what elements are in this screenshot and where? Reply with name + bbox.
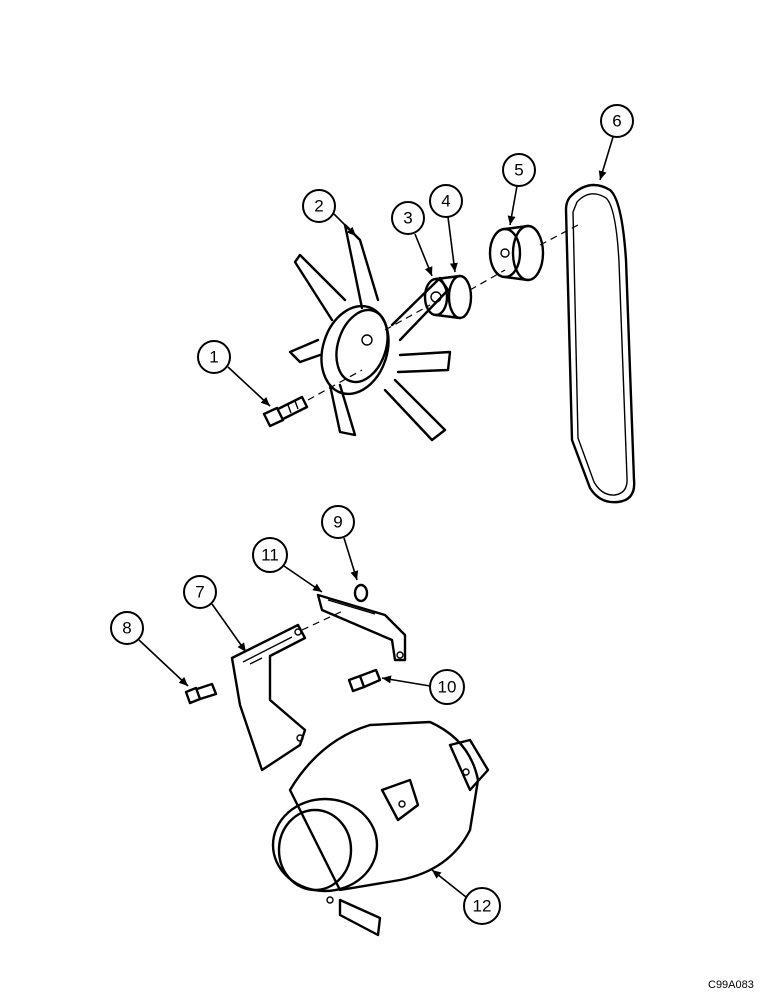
callout-12: 12 xyxy=(431,869,501,925)
adjuster-strap-part xyxy=(316,593,407,662)
callout-7: 7 xyxy=(183,575,247,653)
belt-part xyxy=(564,183,636,504)
bracket-axis-line xyxy=(301,609,346,631)
svg-text:5: 5 xyxy=(514,161,523,180)
callout-11: 11 xyxy=(252,537,323,593)
svg-text:11: 11 xyxy=(261,546,279,565)
fan-part xyxy=(288,223,452,442)
alternator-part xyxy=(271,720,490,937)
callout-10: 10 xyxy=(381,669,465,705)
svg-text:1: 1 xyxy=(209,348,218,367)
callout-2: 2 xyxy=(302,189,357,237)
svg-text:2: 2 xyxy=(314,197,323,216)
svg-text:6: 6 xyxy=(612,112,621,131)
svg-text:7: 7 xyxy=(195,583,204,602)
callout-9: 9 xyxy=(321,505,359,581)
spacer-hub-part xyxy=(423,274,473,320)
callout-6: 6 xyxy=(598,104,634,181)
svg-text:8: 8 xyxy=(122,619,131,638)
callout-3: 3 xyxy=(391,201,433,277)
callout-1: 1 xyxy=(197,340,271,407)
bolt-axis-line xyxy=(307,369,363,401)
hub-axis-line xyxy=(469,269,506,291)
washer-part xyxy=(353,583,369,603)
fan-axis-line xyxy=(384,304,431,331)
bracket-part xyxy=(230,623,307,772)
callout-5: 5 xyxy=(502,153,536,226)
figure-reference: C99A083 xyxy=(708,979,754,991)
callout-4: 4 xyxy=(429,184,463,273)
svg-text:9: 9 xyxy=(333,513,342,532)
bolt-bracket-part xyxy=(184,682,218,705)
svg-text:4: 4 xyxy=(441,192,450,211)
pulley-axis-line xyxy=(539,224,579,246)
bolt-adjuster-part xyxy=(347,668,382,693)
svg-text:3: 3 xyxy=(403,209,412,228)
svg-text:12: 12 xyxy=(473,897,492,916)
bolt-part xyxy=(262,395,309,428)
svg-text:10: 10 xyxy=(438,678,457,697)
callout-8: 8 xyxy=(110,611,189,687)
pulley-part xyxy=(488,224,545,282)
